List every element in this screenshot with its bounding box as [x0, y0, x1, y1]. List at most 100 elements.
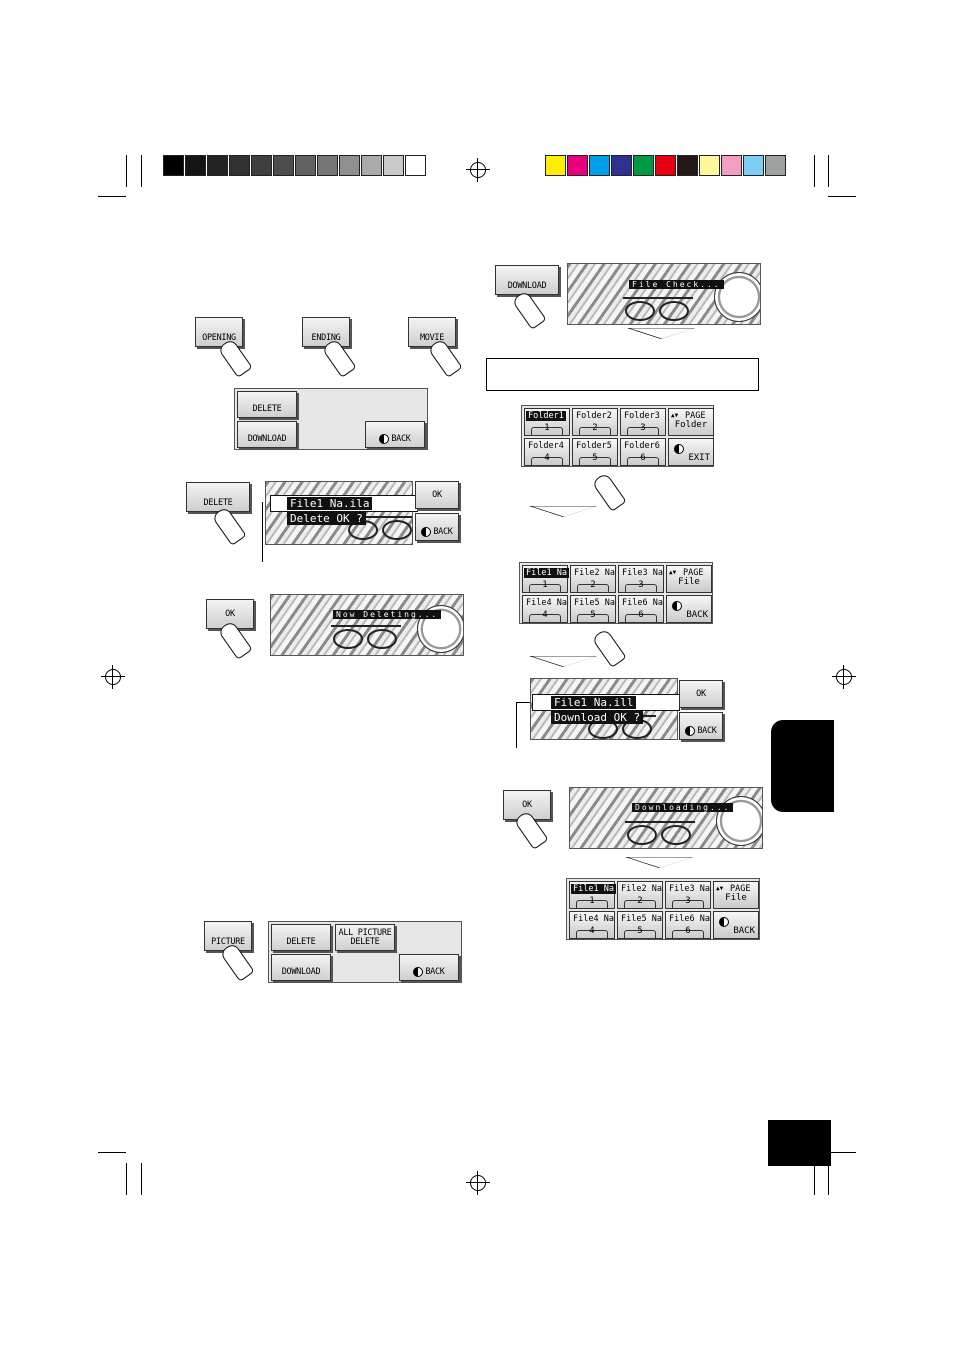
section-tab: [771, 720, 834, 812]
movie-button[interactable]: MOVIE: [408, 317, 456, 347]
back-icon: [685, 726, 696, 736]
page-arrows-icon: ▲▼: [671, 412, 679, 419]
crop-mark: [828, 155, 829, 187]
back-button[interactable]: BACK: [666, 595, 712, 623]
registration-mark-bottom: [466, 1171, 490, 1195]
gray-swatch: [185, 155, 206, 176]
back-label: BACK: [697, 726, 717, 736]
file-number: 2: [637, 896, 643, 906]
file-5[interactable]: File5 Na 5: [617, 911, 663, 939]
download-prompt: Download OK ?: [551, 711, 644, 724]
glasses-picture: [623, 297, 693, 321]
file-check-banner: File Check...: [629, 280, 724, 289]
folder-label: Folder3: [624, 411, 660, 421]
file-1[interactable]: File1 Na 1: [569, 881, 616, 909]
download-button[interactable]: DOWNLOAD: [237, 421, 297, 448]
delete-button[interactable]: DELETE: [237, 391, 297, 418]
back-icon: [413, 967, 424, 977]
back-button[interactable]: BACK: [679, 712, 723, 740]
registration-mark-top: [466, 158, 490, 182]
file-number: 6: [685, 926, 691, 936]
gray-swatch: [273, 155, 294, 176]
file-number: 4: [542, 610, 548, 620]
tab-shape: [672, 900, 704, 908]
back-icon: [719, 917, 729, 927]
glasses-picture: [625, 821, 695, 845]
file-4[interactable]: File4 Na 4: [522, 595, 568, 623]
file-label: File6 Na: [669, 914, 710, 924]
color-swatch: [655, 155, 676, 176]
file-6[interactable]: File6 Na 6: [665, 911, 711, 939]
tab-shape: [577, 584, 609, 592]
delete-button[interactable]: DELETE: [271, 924, 331, 951]
exit-button[interactable]: EXIT: [668, 438, 714, 466]
file-label: File5 Na: [621, 914, 662, 924]
ok-button[interactable]: OK: [415, 481, 459, 509]
back-button[interactable]: BACK: [713, 911, 759, 939]
color-swatch: [633, 155, 654, 176]
file-number: 1: [589, 896, 595, 906]
crop-mark: [828, 1163, 829, 1195]
exit-icon: [674, 444, 684, 454]
ok-button[interactable]: OK: [679, 680, 723, 708]
file-number: 5: [637, 926, 643, 936]
tab-shape: [627, 427, 659, 435]
tab-shape: [577, 614, 609, 622]
back-button[interactable]: BACK: [415, 513, 459, 541]
folder-label: Folder1: [526, 411, 566, 421]
callout-line: [262, 502, 263, 562]
crop-mark: [814, 1163, 815, 1195]
file-label: File4 Na: [573, 914, 614, 924]
file-label: File4 Na: [526, 598, 567, 608]
folder-number: 2: [592, 423, 598, 433]
file-label: File1 Na: [571, 884, 616, 894]
file-label: File3 Na: [622, 568, 663, 578]
file-number: 2: [590, 580, 596, 590]
all-picture-delete-button[interactable]: ALL PICTURE DELETE: [335, 924, 395, 951]
back-label: BACK: [686, 610, 708, 620]
folder-number: 3: [640, 423, 646, 433]
file-number: 5: [590, 610, 596, 620]
delete-button[interactable]: DELETE: [186, 482, 250, 512]
callout-line: [516, 702, 517, 748]
file-label: File2 Na: [621, 884, 662, 894]
download-filename: File1 Na.ill: [551, 696, 637, 709]
back-button[interactable]: BACK: [399, 954, 459, 981]
download-button[interactable]: DOWNLOAD: [271, 954, 331, 981]
folder-3[interactable]: Folder3 3: [620, 408, 666, 436]
picture-menu-screen: DELETE ALL PICTURE DELETE DOWNLOAD BACK: [268, 921, 462, 983]
color-swatch: [589, 155, 610, 176]
gray-swatch: [229, 155, 250, 176]
finger-icon: [217, 338, 253, 378]
ending-button[interactable]: ENDING: [302, 317, 350, 347]
gray-swatch: [339, 155, 360, 176]
tab-shape: [625, 614, 657, 622]
folder-label: Folder4: [528, 441, 564, 451]
color-swatch: [765, 155, 786, 176]
page-type-label: File: [725, 893, 747, 903]
file-number: 3: [685, 896, 691, 906]
back-button[interactable]: BACK: [365, 421, 425, 448]
file-2[interactable]: File2 Na 2: [617, 881, 663, 909]
opening-button[interactable]: OPENING: [195, 317, 243, 347]
page-type-label: File: [678, 577, 700, 587]
menu-screen: DELETE DOWNLOAD BACK: [234, 388, 428, 450]
tab-shape: [625, 584, 657, 592]
download-button[interactable]: DOWNLOAD: [495, 265, 559, 295]
